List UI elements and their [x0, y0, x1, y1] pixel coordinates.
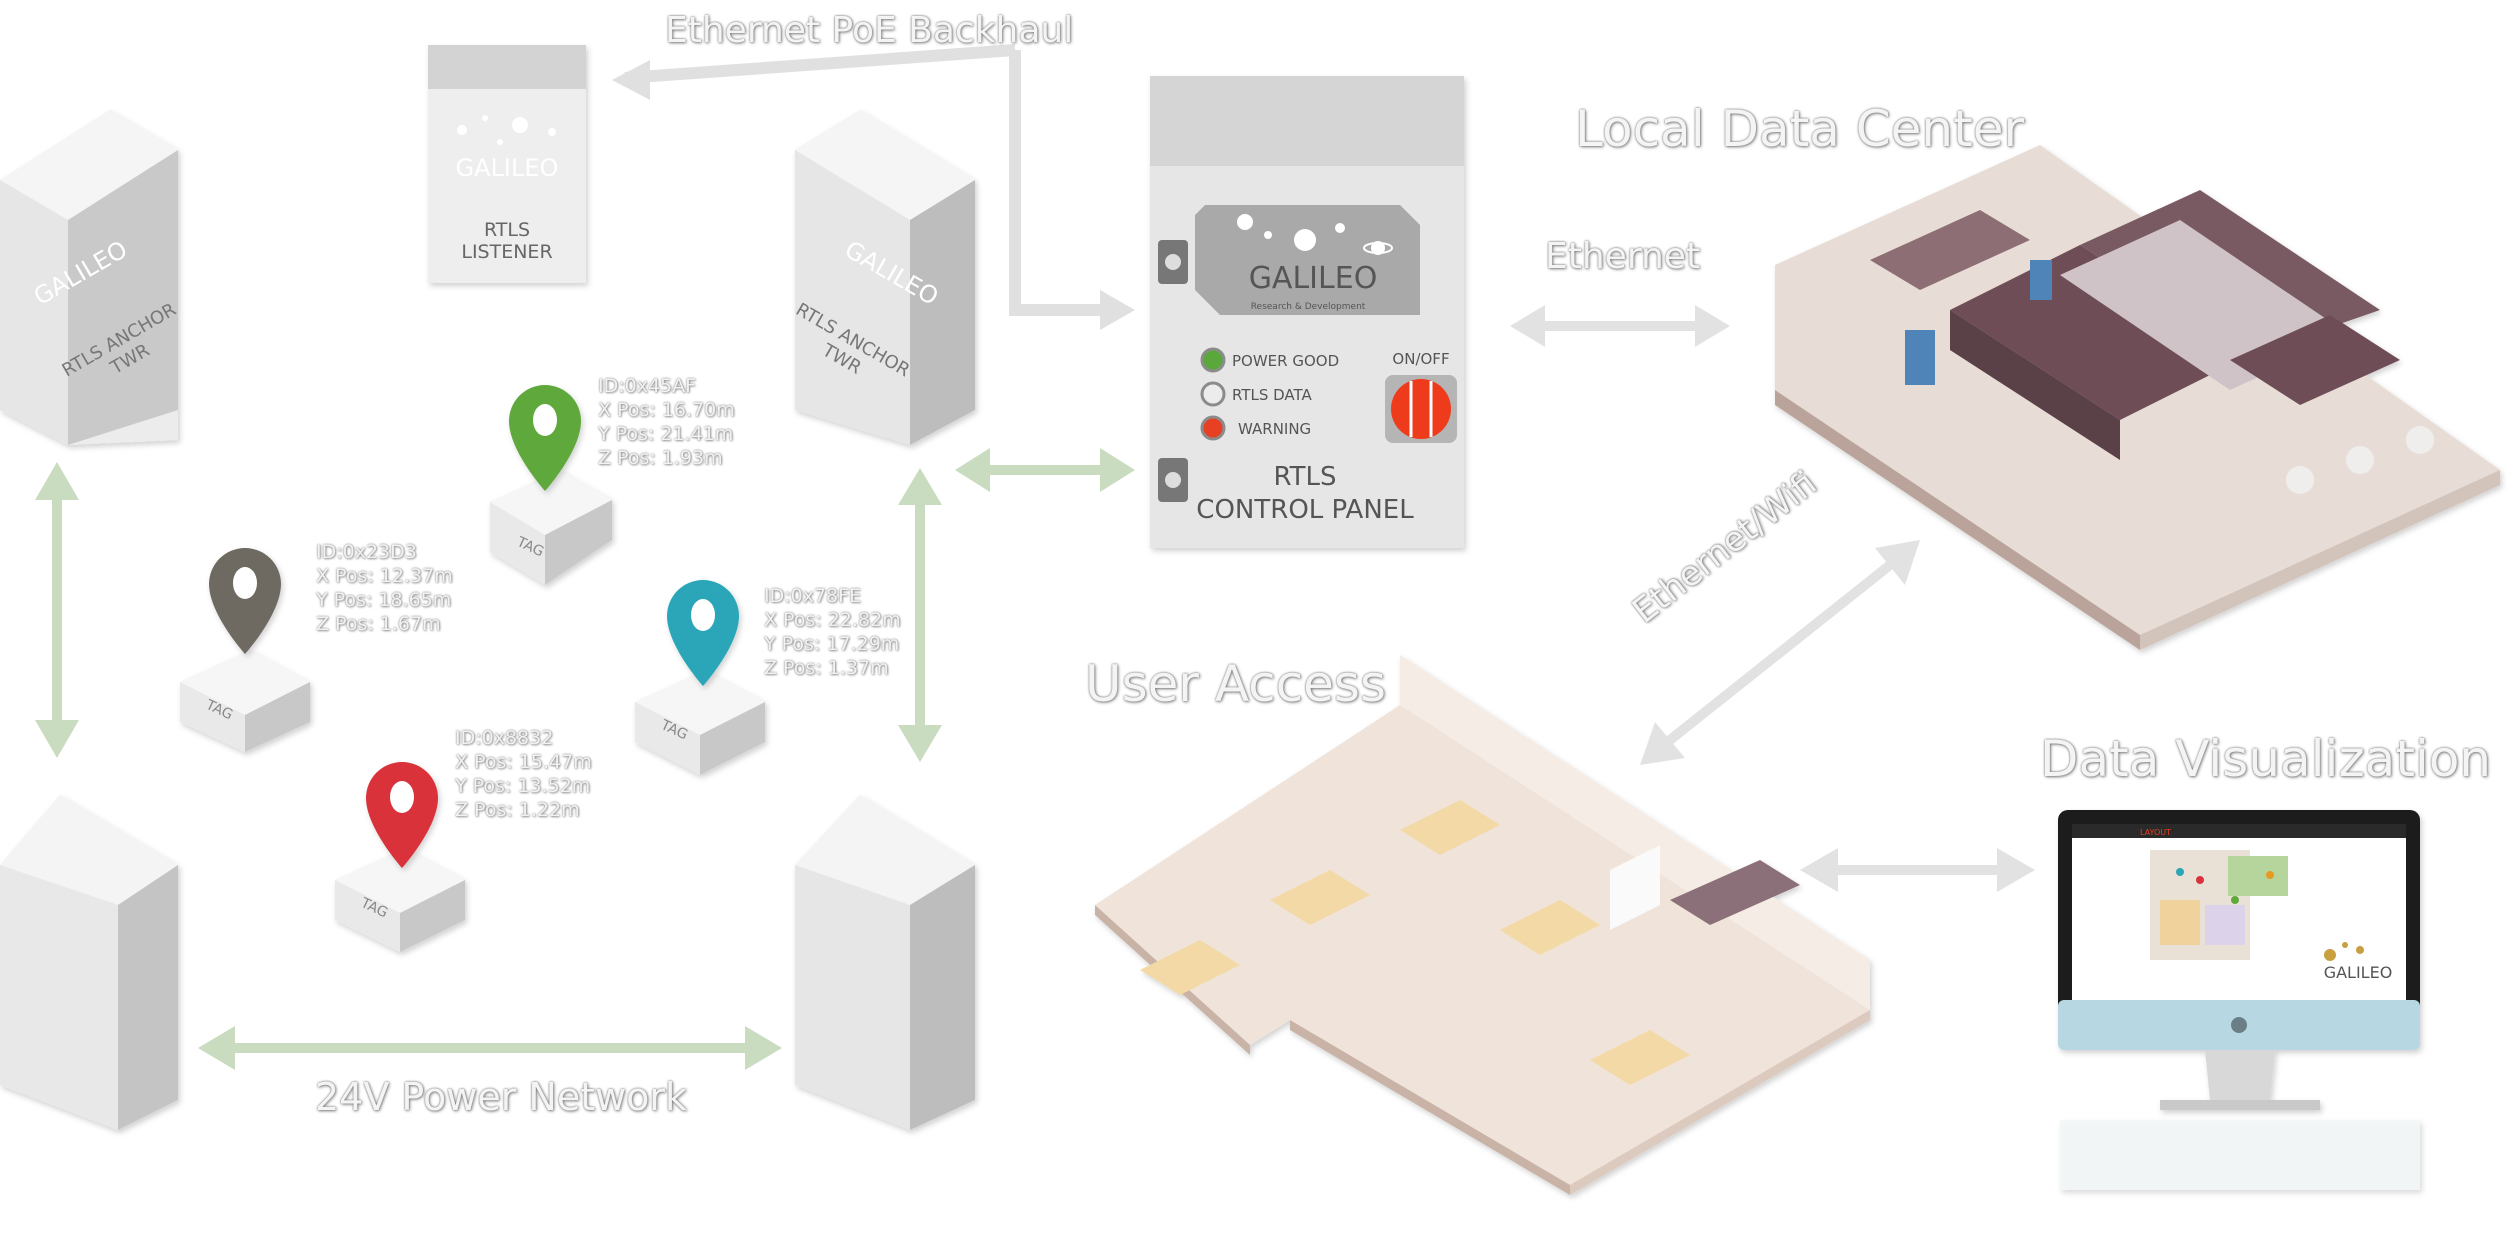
power-good-led-icon — [1200, 347, 1226, 373]
location-pin-red-icon — [366, 762, 438, 868]
location-pin-green-icon — [509, 385, 581, 491]
panel-title-line2: CONTROL PANEL — [1196, 495, 1414, 525]
tag-y: Y Pos: 17.29m — [764, 633, 900, 655]
tag-x: X Pos: 22.82m — [764, 609, 901, 631]
tag-x: X Pos: 15.47m — [455, 751, 592, 773]
tag-info-8832: ID:0x8832 X Pos: 15.47m Y Pos: 13.52m Z … — [455, 726, 592, 822]
tag-info-23d3: ID:0x23D3 X Pos: 12.37m Y Pos: 18.65m Z … — [316, 540, 453, 636]
ethernet-label: Ethernet — [1545, 236, 1701, 277]
poe-backhaul-arrow — [1009, 50, 1120, 316]
tag-base-4 — [335, 848, 465, 952]
monitor-illustration — [2058, 810, 2420, 1190]
tag-x: X Pos: 16.70m — [598, 399, 735, 421]
warning-led-icon — [1200, 415, 1226, 441]
tag-z: Z Pos: 1.37m — [764, 657, 889, 679]
tag-info-78fe: ID:0x78FE X Pos: 22.82m Y Pos: 17.29m Z … — [764, 584, 901, 680]
panel-title-line1: RTLS — [1273, 462, 1336, 492]
monitor-brand: GALILEO — [2324, 963, 2393, 982]
monitor-nav-item: LAYOUT — [2140, 828, 2171, 837]
tag-z: Z Pos: 1.22m — [455, 799, 580, 821]
tag-x: X Pos: 12.37m — [316, 565, 453, 587]
anchor-top-left — [0, 110, 178, 445]
panel-brand: GALILEO — [1249, 261, 1378, 296]
tag-base-3 — [635, 670, 765, 775]
tag-id: ID:0x45AF — [598, 375, 697, 397]
user-access-label: User Access — [1085, 655, 1387, 713]
listener-line2: LISTENER — [461, 241, 552, 263]
tag-y: Y Pos: 21.41m — [598, 423, 734, 445]
anchor-bottom-left — [0, 795, 178, 1130]
data-visualization-label: Data Visualization — [2040, 730, 2492, 788]
local-data-center-label: Local Data Center — [1575, 100, 2025, 158]
rtls-data-led-icon — [1200, 381, 1226, 407]
tag-id: ID:0x8832 — [455, 727, 554, 749]
location-pin-gray-icon — [209, 548, 281, 654]
indicator-label-warning: WARNING — [1238, 420, 1311, 438]
tag-base-2 — [180, 650, 310, 752]
rtls-listener — [428, 45, 586, 283]
listener-brand: GALILEO — [456, 154, 559, 182]
tag-id: ID:0x78FE — [764, 585, 862, 607]
ethernet-poe-backhaul-label: Ethernet PoE Backhaul — [665, 10, 1074, 51]
indicator-label-rtls: RTLS DATA — [1232, 386, 1313, 404]
tag-base-1 — [490, 470, 612, 585]
listener-line1: RTLS — [484, 219, 530, 241]
location-pin-teal-icon — [667, 580, 739, 686]
anchor-bottom-right — [795, 795, 975, 1130]
tag-id: ID:0x23D3 — [316, 541, 417, 563]
panel-brand-tagline: Research & Development — [1251, 302, 1366, 312]
rtls-control-panel — [1150, 76, 1464, 548]
switch-label: ON/OFF — [1392, 350, 1449, 368]
anchor-top-right — [795, 110, 975, 445]
power-network-label: 24V Power Network — [315, 1075, 688, 1119]
tag-z: Z Pos: 1.67m — [316, 613, 441, 635]
office-floorplan-illustration — [1095, 655, 1870, 1195]
tag-y: Y Pos: 18.65m — [316, 589, 452, 611]
indicator-label-power: POWER GOOD — [1232, 352, 1339, 370]
tag-y: Y Pos: 13.52m — [455, 775, 591, 797]
tag-z: Z Pos: 1.93m — [598, 447, 723, 469]
ethernet-wifi-arrow — [1666, 561, 1894, 744]
data-center-illustration — [1775, 145, 2500, 650]
tag-info-45af: ID:0x45AF X Pos: 16.70m Y Pos: 21.41m Z … — [598, 374, 735, 470]
